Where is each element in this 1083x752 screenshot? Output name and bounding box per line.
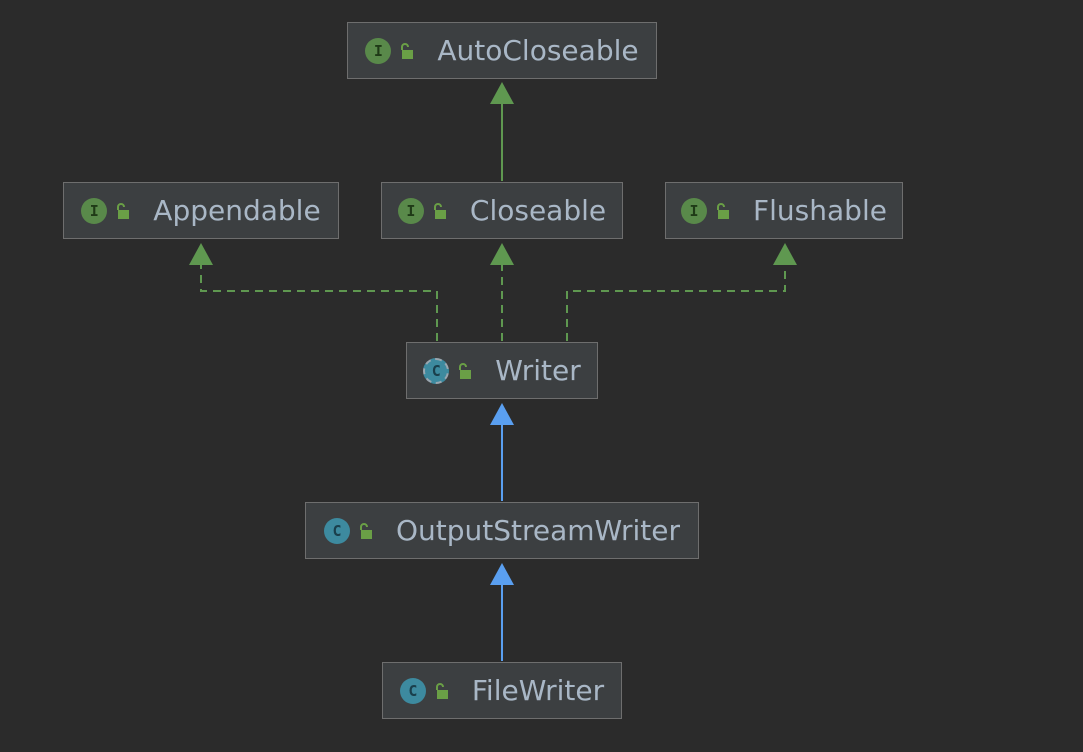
unlocked-icon: [717, 202, 730, 219]
node-label: OutputStreamWriter: [395, 514, 680, 547]
interface-icon: I: [397, 197, 424, 224]
class-icon: C: [323, 517, 350, 544]
node-label: Closeable: [469, 194, 607, 227]
interface-icon: I: [365, 37, 392, 64]
arrowhead-appendable: [189, 243, 213, 265]
abstract-class-icon: C: [423, 357, 450, 384]
node-label: FileWriter: [471, 674, 605, 707]
unlocked-icon: [435, 682, 448, 699]
class-icon: C: [399, 677, 426, 704]
arrowhead-closeable: [490, 243, 514, 265]
arrowhead-outputstreamwriter: [490, 563, 514, 585]
unlocked-icon: [459, 362, 472, 379]
node-outputstreamwriter[interactable]: C OutputStreamWriter: [305, 502, 699, 559]
unlocked-icon: [401, 42, 414, 59]
arrowhead-writer: [490, 403, 514, 425]
node-writer[interactable]: C Writer: [406, 342, 598, 399]
edge-writer-to-flushable: [566, 263, 786, 341]
node-label: Flushable: [753, 194, 887, 227]
interface-icon: I: [81, 197, 108, 224]
node-appendable[interactable]: I Appendable: [63, 182, 339, 239]
node-label: Writer: [495, 354, 581, 387]
edge-writer-to-appendable: [200, 263, 438, 341]
node-label: Appendable: [153, 194, 321, 227]
node-closeable[interactable]: I Closeable: [381, 182, 623, 239]
arrowhead-flushable: [773, 243, 797, 265]
unlocked-icon: [433, 202, 446, 219]
node-flushable[interactable]: I Flushable: [665, 182, 903, 239]
node-filewriter[interactable]: C FileWriter: [382, 662, 622, 719]
interface-icon: I: [681, 197, 708, 224]
unlocked-icon: [359, 522, 372, 539]
node-label: AutoCloseable: [437, 34, 639, 67]
node-autocloseable[interactable]: I AutoCloseable: [347, 22, 657, 79]
arrowhead-autocloseable: [490, 82, 514, 104]
unlocked-icon: [117, 202, 130, 219]
